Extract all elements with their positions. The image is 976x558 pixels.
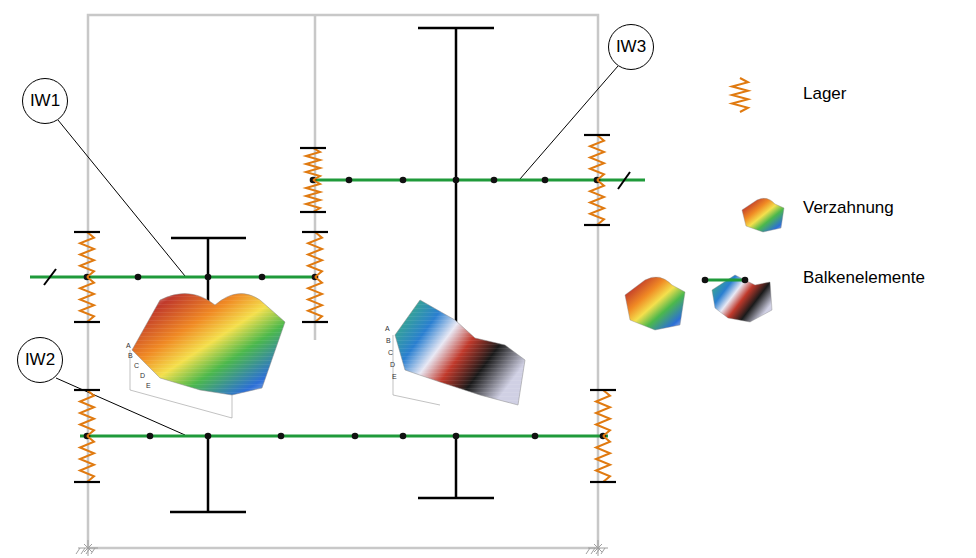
bearing-cap (74, 481, 100, 483)
ground-symbol (76, 540, 608, 556)
bearing-cap (590, 389, 616, 391)
bearing-spring (80, 390, 94, 436)
legend-text: Verzahnung (803, 198, 894, 218)
shaft-cut (618, 172, 630, 189)
bearing-spring (308, 277, 322, 322)
bearing-cap (584, 224, 610, 226)
axis-label: D (140, 372, 145, 379)
axis-label: D (390, 361, 395, 368)
beam-node (542, 177, 549, 184)
bearing-cap (584, 134, 610, 136)
shaft-beam (80, 435, 608, 438)
callout-text: IW2 (25, 350, 55, 370)
shaft-callout: IW1 (22, 78, 68, 124)
beam-node (702, 277, 709, 284)
beam-node (205, 274, 212, 281)
bearing-cap (302, 231, 328, 233)
beam-node (135, 274, 142, 281)
axis-label: E (146, 382, 151, 389)
bearing-spring (80, 277, 94, 322)
axis-label: B (386, 337, 391, 344)
axis-label: B (128, 352, 133, 359)
beam-node (742, 277, 749, 284)
beam-node (532, 433, 539, 440)
beam-node (259, 274, 266, 281)
bearing-cap (74, 389, 100, 391)
shaft-callout: IW3 (608, 24, 654, 70)
axis-label: E (392, 373, 397, 380)
shaft-callout: IW2 (17, 337, 63, 383)
axis-label: C (134, 362, 139, 369)
bearing-spring (596, 436, 610, 482)
bearing-spring (80, 436, 94, 482)
bearing-spring (590, 135, 604, 180)
beam-node (278, 433, 285, 440)
shaft-model (30, 78, 748, 482)
beam-node (352, 433, 359, 440)
bearing-cap (300, 211, 326, 213)
beam-node (205, 433, 212, 440)
beam-node (453, 433, 460, 440)
bearing-spring (306, 148, 320, 180)
housing (88, 15, 598, 548)
bearing-spring (590, 180, 604, 225)
shaft-beam (30, 276, 315, 279)
gear (170, 28, 494, 512)
beam-node (147, 433, 154, 440)
bearing-spring (596, 390, 610, 436)
bearing-spring (308, 232, 322, 277)
bearing-cap (302, 321, 328, 323)
beam-node (400, 433, 407, 440)
legend-text: Balkenelemente (803, 268, 925, 288)
surface-plot (130, 198, 784, 418)
legend-text: Lager (803, 84, 846, 104)
axis-label: A (126, 342, 131, 349)
bearing-spring (80, 232, 94, 277)
bearing-cap (590, 481, 616, 483)
axis-label: A (385, 325, 390, 332)
callout-text: IW3 (616, 37, 646, 57)
bearing-cap (300, 147, 326, 149)
bearing-spring (306, 180, 320, 212)
bearing-cap (74, 321, 100, 323)
beam-node (400, 177, 407, 184)
bearing-spring (732, 78, 748, 112)
callout-text: IW1 (30, 91, 60, 111)
beam-sample (705, 279, 745, 282)
leader-line (56, 66, 618, 435)
beam-node (491, 177, 498, 184)
axis-label: C (388, 349, 393, 356)
beam-node (346, 177, 353, 184)
beam-node (453, 177, 460, 184)
shaft-cut (44, 269, 56, 285)
bearing-cap (74, 231, 100, 233)
